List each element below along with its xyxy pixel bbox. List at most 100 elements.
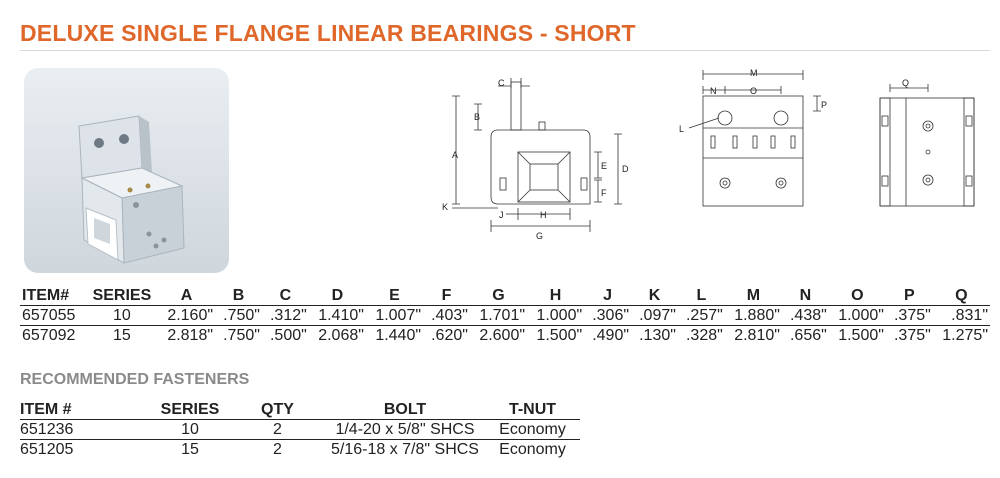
spec-cell-c: .312" <box>261 305 309 326</box>
dim-label-d: D <box>622 164 629 174</box>
spec-header-q: Q <box>955 287 968 304</box>
spec-cell-a: 2.160" <box>157 305 216 326</box>
spec-cell-series: 10 <box>85 305 158 326</box>
fasteners-header-tnut: T-NUT <box>508 401 557 418</box>
spec-cell-j: .490" <box>584 325 632 345</box>
spec-cell-j: .306" <box>584 305 632 326</box>
fasteners-title: RECOMMENDED FASTENERS <box>20 371 250 388</box>
fasteners-header-qty: QTY <box>261 401 294 418</box>
fasteners-header-series: SERIES <box>160 401 220 418</box>
spec-cell-g: 2.600" <box>469 325 528 345</box>
spec-cell-c: .500" <box>261 325 309 345</box>
table-row: 651236 10 2 1/4-20 x 5/8" SHCS Economy <box>20 419 580 440</box>
spec-cell-m: 2.810" <box>724 325 782 345</box>
spec-header-d: D <box>331 287 344 304</box>
spec-header-a: A <box>180 287 193 304</box>
dim-label-q: Q <box>902 78 909 88</box>
spec-cell-b: .750" <box>215 305 262 326</box>
fasteners-cell-item: 651205 <box>20 439 150 459</box>
fasteners-cell-series: 15 <box>150 439 230 459</box>
spec-header-n: N <box>799 287 812 304</box>
dim-label-l: L <box>679 124 684 134</box>
spec-cell-series: 15 <box>85 325 158 345</box>
dim-label-o: O <box>750 86 757 96</box>
spec-cell-e: 1.007" <box>365 305 424 326</box>
fasteners-header-bolt: BOLT <box>383 401 427 418</box>
spec-cell-o: 1.000" <box>828 305 886 326</box>
spec-cell-q: 1.275" <box>932 325 990 345</box>
fasteners-cell-qty: 2 <box>230 439 325 459</box>
spec-cell-h: 1.000" <box>527 305 585 326</box>
spec-cell-f: .403" <box>423 305 470 326</box>
spec-header-p: P <box>904 287 915 304</box>
fasteners-cell-tnut: Economy <box>485 439 580 459</box>
spec-cell-d: 2.068" <box>308 325 366 345</box>
fasteners-table: ITEM # SERIES QTY BOLT T-NUT 651236 10 2… <box>20 401 580 459</box>
spec-cell-h: 1.500" <box>527 325 585 345</box>
fasteners-header-row: ITEM # SERIES QTY BOLT T-NUT <box>20 401 580 420</box>
title-divider <box>20 50 990 51</box>
spec-cell-g: 1.701" <box>469 305 528 326</box>
spec-header-k: K <box>648 287 661 304</box>
dim-label-h: H <box>540 210 547 220</box>
spec-cell-l: .257" <box>677 305 725 326</box>
dim-label-p: P <box>821 100 827 110</box>
spec-header-b: B <box>232 287 245 304</box>
front-view-drawing: A B C D E F G H J K <box>438 74 638 244</box>
spec-cell-k: .130" <box>631 325 678 345</box>
dim-label-b: B <box>474 112 480 122</box>
product-photo <box>24 68 229 273</box>
spec-cell-q: .831" <box>932 305 990 326</box>
dim-label-g: G <box>536 231 543 241</box>
dim-label-c: C <box>498 78 505 88</box>
table-row: 651205 15 2 5/16-18 x 7/8" SHCS Economy <box>20 439 580 459</box>
dim-label-k: K <box>442 202 448 212</box>
spec-cell-k: .097" <box>631 305 678 326</box>
spec-header-item: ITEM# <box>22 287 70 304</box>
spec-cell-e: 1.440" <box>365 325 424 345</box>
spec-header-c: C <box>279 287 292 304</box>
fasteners-cell-series: 10 <box>150 419 230 440</box>
spec-table: ITEM# SERIES A B C D E F G H J K L M N O… <box>20 287 990 345</box>
spec-cell-b: .750" <box>215 325 262 345</box>
spec-cell-a: 2.818" <box>157 325 216 345</box>
dim-label-j: J <box>499 210 504 220</box>
spec-cell-p: .375" <box>885 305 933 326</box>
spec-cell-m: 1.880" <box>724 305 782 326</box>
spec-header-j: J <box>603 287 613 304</box>
spec-header-row: ITEM# SERIES A B C D E F G H J K L M N O… <box>20 287 990 306</box>
spec-header-g: G <box>492 287 505 304</box>
side-view-drawing: Q <box>872 76 982 211</box>
spec-header-l: L <box>696 287 707 304</box>
dim-label-a: A <box>452 150 458 160</box>
spec-cell-n: .438" <box>781 305 829 326</box>
spec-header-m: M <box>746 287 761 304</box>
spec-cell-o: 1.500" <box>828 325 886 345</box>
spec-cell-l: .328" <box>677 325 725 345</box>
page-title: DELUXE SINGLE FLANGE LINEAR BEARINGS - S… <box>20 20 636 46</box>
spec-header-series: SERIES <box>92 287 152 304</box>
dim-label-n: N <box>710 86 717 96</box>
spec-header-o: O <box>851 287 864 304</box>
fasteners-header-item: ITEM # <box>20 401 72 418</box>
spec-cell-item: 657055 <box>20 305 86 326</box>
table-row: 657055 10 2.160" .750" .312" 1.410" 1.00… <box>20 305 990 326</box>
spec-cell-d: 1.410" <box>308 305 366 326</box>
dim-label-e: E <box>601 161 607 171</box>
dim-label-m: M <box>750 68 758 78</box>
fasteners-cell-tnut: Economy <box>485 419 580 440</box>
table-row: 657092 15 2.818" .750" .500" 2.068" 1.44… <box>20 325 990 345</box>
fasteners-cell-bolt: 1/4-20 x 5/8" SHCS <box>325 419 485 440</box>
spec-cell-f: .620" <box>423 325 470 345</box>
dim-label-f: F <box>601 188 607 198</box>
spec-header-h: H <box>549 287 562 304</box>
spec-header-f: F <box>441 287 452 304</box>
spec-cell-item: 657092 <box>20 325 86 345</box>
spec-cell-p: .375" <box>885 325 933 345</box>
top-view-drawing: M N O P L <box>675 66 840 211</box>
spec-cell-n: .656" <box>781 325 829 345</box>
fasteners-cell-bolt: 5/16-18 x 7/8" SHCS <box>325 439 485 459</box>
fasteners-cell-qty: 2 <box>230 419 325 440</box>
spec-header-e: E <box>389 287 400 304</box>
fasteners-cell-item: 651236 <box>20 419 150 440</box>
